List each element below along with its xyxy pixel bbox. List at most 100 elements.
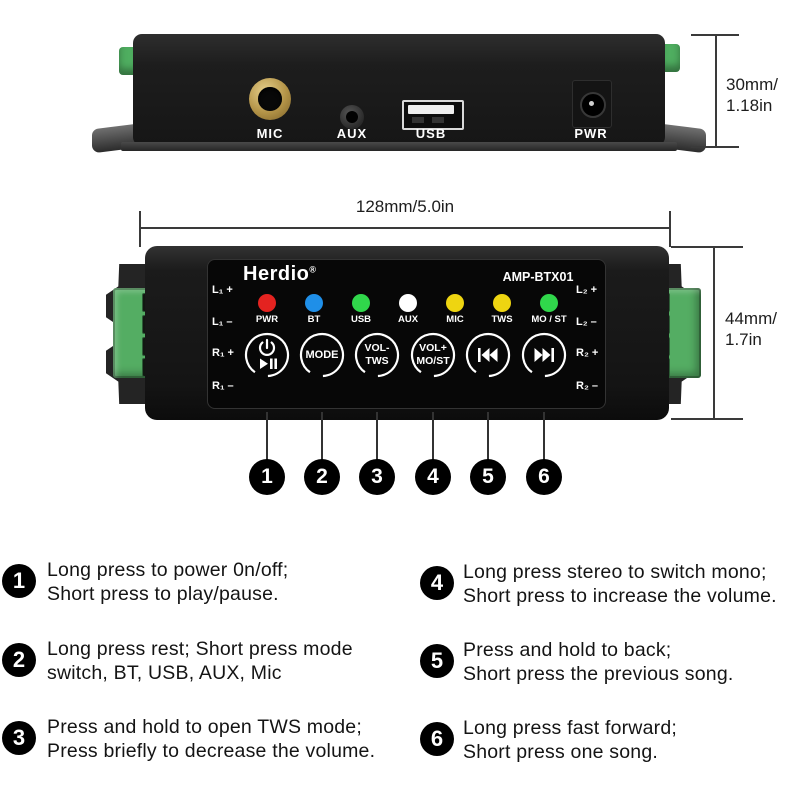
tws-led-icon (493, 294, 511, 312)
usb-led-icon (352, 294, 370, 312)
instruction-6-line2: Short press one song. (463, 741, 658, 763)
instruction-text-3: Press and hold to open TWS mode; Press b… (47, 715, 375, 763)
instruction-badge-2: 2 (2, 643, 36, 677)
pwr-led-label: PWR (255, 314, 279, 325)
usb-led-label: USB (350, 314, 372, 325)
instruction-text-6: Long press fast forward; Short press one… (463, 716, 677, 764)
previous-button (465, 332, 511, 378)
instruction-badge-3: 3 (2, 721, 36, 755)
mic-label: MIC (256, 126, 284, 141)
pwr-label: PWR (574, 126, 608, 141)
mic-led-label: MIC (446, 314, 464, 325)
terminal-label-l2-plus: L₂ + (576, 284, 598, 296)
terminal-label-l2-minus: L₂ – (576, 316, 597, 328)
callout-line-4 (432, 412, 434, 460)
aux-label: AUX (336, 126, 368, 141)
callout-3: 3 (359, 459, 395, 495)
rear-panel-base (121, 142, 677, 151)
skip-back-icon (478, 348, 498, 362)
terminal-label-r1-plus: R₁ + (212, 347, 234, 359)
aux-led-icon (399, 294, 417, 312)
instruction-1-line1: Long press to power 0n/off; (47, 559, 289, 581)
instruction-2-line1: Long press rest; Short press mode (47, 638, 353, 660)
instruction-5-line1: Press and hold to back; (463, 639, 672, 661)
mode-button: MODE (299, 332, 345, 378)
usb-label: USB (415, 126, 447, 141)
callout-4: 4 (415, 459, 451, 495)
callout-2: 2 (304, 459, 340, 495)
brand-logo: Herdio® (243, 263, 316, 286)
vol-minus-tws-button: VOL- TWS (354, 332, 400, 378)
instruction-badge-6: 6 (420, 722, 454, 756)
play-pause-icon (260, 358, 277, 369)
instruction-badge-5: 5 (420, 644, 454, 678)
instruction-3-line2: Press briefly to decrease the volume. (47, 740, 376, 762)
dim-44mm-tick-top (671, 246, 743, 248)
vol-plus-label: VOL+ (419, 342, 447, 354)
terminal-label-r2-plus: R₂ + (576, 347, 599, 359)
tws-led-label: TWS (491, 314, 513, 325)
callout-line-1 (266, 412, 268, 460)
instruction-badge-4: 4 (420, 566, 454, 600)
instruction-2-line2: switch, BT, USB, AUX, Mic (47, 662, 282, 684)
power-jack-ring (580, 92, 606, 118)
callout-6: 6 (526, 459, 562, 495)
skip-forward-icon (534, 348, 554, 362)
brand-text: Herdio (243, 263, 310, 285)
dim-30mm-text-line2: 1.18in (726, 96, 773, 115)
dim-128mm-tick-left (139, 211, 141, 247)
callout-line-6 (543, 412, 545, 460)
callout-line-5 (487, 412, 489, 460)
usb-pin (412, 117, 424, 123)
terminal-tab-right (660, 44, 680, 72)
callout-line-3 (376, 412, 378, 460)
instruction-3-line1: Press and hold to open TWS mode; (47, 716, 362, 738)
vol-plus-most-button: VOL+ MO/ST (410, 332, 456, 378)
power-play-button (244, 332, 290, 378)
dim-44mm-line (713, 247, 715, 420)
terminal-label-l1-plus: L₁ + (212, 284, 233, 296)
instruction-text-5: Press and hold to back; Short press the … (463, 638, 733, 686)
dim-128mm-line (140, 227, 671, 229)
dim-30mm-text-line1: 30mm/ (726, 75, 778, 94)
mic-jack-hole (258, 87, 282, 111)
dim-44mm-text-line2: 1.7in (725, 330, 762, 349)
dim-30mm-line (715, 35, 717, 148)
callout-1: 1 (249, 459, 285, 495)
dim-30mm-tick-top (691, 34, 739, 36)
instruction-badge-1: 1 (2, 564, 36, 598)
aux-jack-hole (346, 111, 358, 123)
instruction-text-4: Long press stereo to switch mono; Short … (463, 560, 777, 608)
power-icon (258, 338, 276, 356)
power-jack-pin (589, 101, 594, 106)
terminal-label-r1-minus: R₁ – (212, 380, 234, 392)
model-number: AMP-BTX01 (502, 270, 574, 284)
dim-44mm-tick-bottom (671, 418, 743, 420)
callout-5: 5 (470, 459, 506, 495)
most-led-icon (540, 294, 558, 312)
dim-128mm-text: 128mm/5.0in (355, 197, 455, 216)
registered-mark: ® (309, 264, 317, 275)
terminal-label-r2-minus: R₂ – (576, 380, 599, 392)
usb-pin (432, 117, 444, 123)
instruction-4-line2: Short press to increase the volume. (463, 585, 777, 607)
instruction-text-1: Long press to power 0n/off; Short press … (47, 558, 288, 606)
dim-44mm-text-line1: 44mm/ (725, 309, 777, 328)
tws-label: TWS (365, 355, 389, 367)
mic-led-icon (446, 294, 464, 312)
dim-128mm-tick-right (669, 211, 671, 247)
vol-minus-label: VOL- (364, 342, 390, 354)
mode-button-label: MODE (305, 348, 339, 361)
pwr-led-icon (258, 294, 276, 312)
dim-30mm-tick-bottom (691, 146, 739, 148)
instruction-6-line1: Long press fast forward; (463, 717, 677, 739)
instruction-4-line1: Long press stereo to switch mono; (463, 561, 767, 583)
terminal-label-l1-minus: L₁ – (212, 316, 233, 328)
callout-line-2 (321, 412, 323, 460)
instruction-1-line2: Short press to play/pause. (47, 583, 279, 605)
most-label: MO/ST (416, 355, 450, 367)
bt-led-icon (305, 294, 323, 312)
bt-led-label: BT (307, 314, 321, 325)
most-led-label: MO / ST (531, 314, 567, 325)
